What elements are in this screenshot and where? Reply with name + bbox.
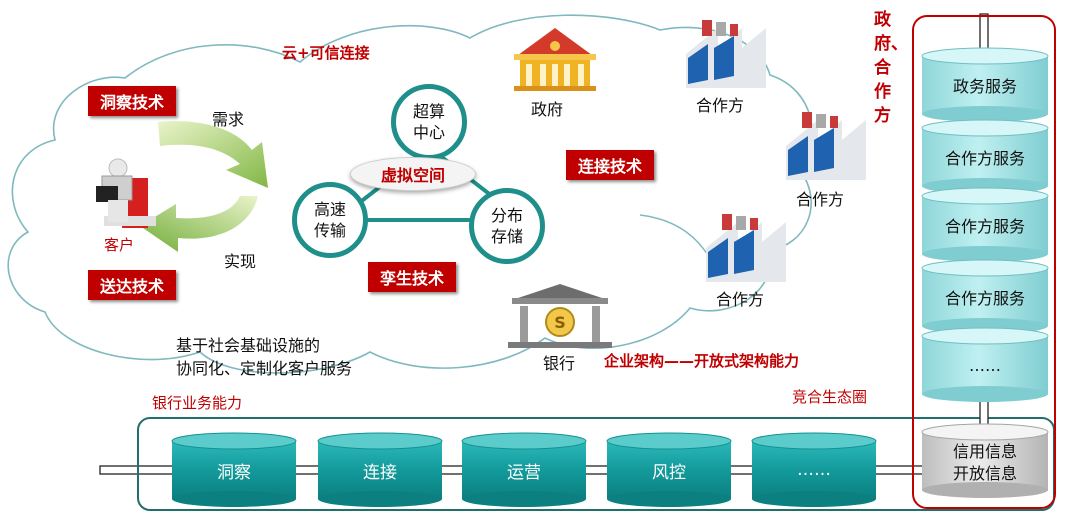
government-label: 政府 [531, 100, 564, 119]
bottom-cylinder-risk: 风控 [652, 462, 686, 483]
customer-label: 客户 [104, 236, 135, 254]
enterprise-arch-label: 企业架构——开放式架构能力 [604, 352, 800, 370]
cloud-link-label: 云+可信连接 [282, 44, 370, 62]
bottom-cylinder-shape-3 [461, 432, 587, 507]
bank-label: 银行 [543, 354, 576, 373]
demand-arrow [158, 121, 268, 188]
bottom-cylinder-shape-2 [317, 432, 443, 507]
bottom-cylinder-more: …… [797, 460, 831, 480]
bottom-cylinder-shape-1 [171, 432, 297, 507]
supercompute-node: 超算中心 [391, 84, 467, 160]
right-cylinder-shape-5 [921, 327, 1049, 402]
partner-service-cylinder-3: 合作方服务 [944, 289, 1025, 308]
credit-info-text: 信用信息 [952, 442, 1017, 461]
credit-info-cylinder-shape [921, 423, 1049, 498]
partner-service-cylinder-1: 合作方服务 [944, 149, 1025, 168]
partner-service-cylinder-2: 合作方服务 [944, 217, 1025, 236]
factory-icon-1 [686, 20, 766, 88]
bottom-cylinder-shape-4 [606, 432, 732, 507]
factory-icon-2 [786, 112, 866, 180]
gov-service-cylinder: 政务服务 [952, 77, 1017, 96]
bottom-cylinder-shape-5 [751, 432, 877, 507]
right-cylinder-shape-3 [921, 187, 1049, 262]
bottom-cylinder-insight: 洞察 [217, 462, 251, 483]
virtual-space-ellipse: 虚拟空间 [350, 157, 476, 191]
bank-icon: S [508, 284, 612, 348]
factory-icon-3 [706, 214, 786, 282]
infra-service-label: 基于社会基础设施的 协同化、定制化客户服务 [176, 336, 353, 378]
realize-label: 实现 [224, 252, 257, 271]
svg-text:S: S [554, 313, 566, 332]
fast-transfer-node: 高速传输 [292, 182, 368, 258]
connect-tech-tag: 连接技术 [566, 150, 655, 180]
partner-label-2: 合作方 [796, 190, 845, 209]
more-service-cylinder: …… [969, 355, 1001, 375]
demand-label: 需求 [212, 110, 245, 129]
gov-partner-frame [912, 15, 1056, 509]
insight-tech-tag: 洞察技术 [88, 86, 177, 116]
bottom-cylinder-operate: 运营 [507, 462, 541, 483]
ecosystem-label: 竞合生态圈 [792, 388, 868, 406]
gov-partner-vertical-label: 政府、合作方 [874, 10, 908, 126]
delivery-tech-tag: 送达技术 [88, 270, 177, 300]
government-icon [514, 28, 596, 91]
realize-arrow [140, 196, 258, 252]
partner-label-1: 合作方 [696, 96, 745, 115]
twin-tech-tag: 孪生技术 [368, 262, 457, 292]
bank-capability-label: 银行业务能力 [152, 394, 243, 412]
distributed-storage-node: 分布存储 [469, 188, 545, 264]
credit-open-info-cylinder: 信用信息 开放信息 [922, 436, 1048, 490]
partner-label-3: 合作方 [716, 290, 765, 309]
right-cylinder-shape-1 [921, 47, 1049, 122]
customer-figure [96, 158, 156, 228]
bottom-cylinder-connect: 连接 [363, 462, 397, 483]
open-info-text: 开放信息 [952, 464, 1017, 483]
cloud-outline [7, 14, 813, 374]
